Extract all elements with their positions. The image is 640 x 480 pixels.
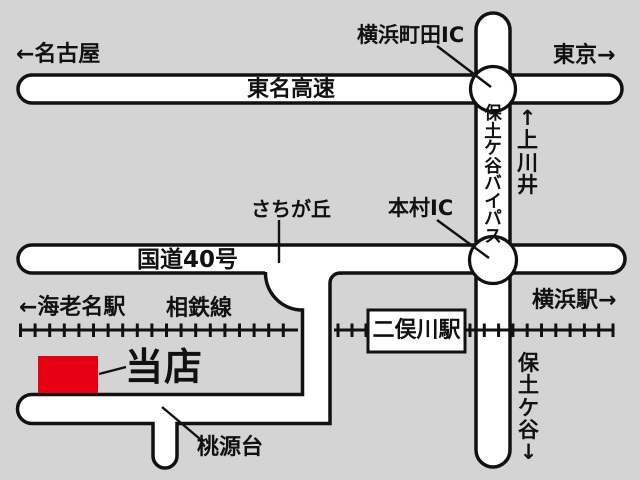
- label-honmura-ic: 本村IC: [388, 196, 454, 220]
- label-ebina-station-direction: ←海老名駅: [19, 295, 126, 320]
- railway-line: [19, 323, 615, 337]
- label-futamatagawa-station: 二俣川駅: [372, 317, 461, 343]
- yokohama-machida-ic-circle: [468, 64, 518, 114]
- honmura-ic-leader: [436, 219, 490, 259]
- togendai-leader: [161, 406, 201, 440]
- honmura-ic-circle: [467, 234, 519, 286]
- label-tokyo-direction: 東京→: [553, 43, 616, 68]
- local-road-border: [15, 271, 343, 470]
- label-sachigaoka: さちが丘: [251, 197, 331, 221]
- label-hodogaya-bypass: 保土ケ谷バイパス: [484, 104, 502, 247]
- label-our-store: 当店: [125, 345, 204, 389]
- label-yokohama-station-direction: 横浜駅→: [532, 288, 617, 313]
- railway-ticks: [19, 323, 615, 337]
- label-tomei-expressway: 東名高速: [247, 77, 336, 102]
- label-kamikawai-direction: ↑上川井: [517, 106, 538, 197]
- leader-lines: [98, 45, 492, 440]
- label-nagoya-direction: ←名古屋: [16, 42, 101, 67]
- yokohama-machida-ic-leader: [436, 45, 492, 88]
- futamatagawa-station-box: [366, 308, 467, 354]
- local-road-fill: [17, 268, 343, 468]
- label-hodogaya-direction: 保土ケ谷↓: [518, 351, 539, 464]
- label-togendai: 桃源台: [197, 435, 264, 460]
- label-route40: 国道40号: [137, 247, 239, 273]
- label-yokohama-machida-ic: 横浜町田IC: [357, 23, 465, 47]
- label-sotetsu-line: 相鉄線: [166, 296, 233, 321]
- store-leader: [98, 365, 127, 376]
- store-marker: [38, 356, 98, 393]
